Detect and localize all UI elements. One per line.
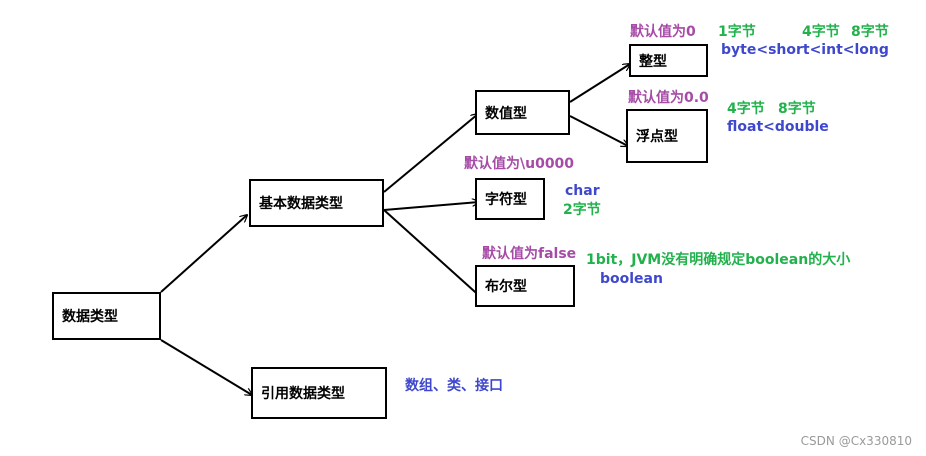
node-data-types: 数据类型 [52, 292, 161, 340]
edge-primitive-numeric [383, 114, 478, 193]
char-type-note: char [565, 183, 600, 199]
node-float-type: 浮点型 [626, 109, 708, 163]
integer-8byte-note: 8字节 [851, 24, 889, 40]
edge-primitive-bool [383, 209, 484, 300]
float-4byte-note: 4字节 [727, 101, 765, 117]
node-primitive-types: 基本数据类型 [249, 179, 384, 227]
integer-1byte-note: 1字节 [718, 24, 756, 40]
edge-primitive-char [383, 202, 479, 211]
integer-4byte-note: 4字节 [802, 24, 840, 40]
node-reference-types: 引用数据类型 [251, 367, 387, 419]
node-boolean-type: 布尔型 [475, 265, 575, 307]
boolean-type-note: boolean [600, 271, 663, 287]
watermark: CSDN @Cx330810 [800, 434, 912, 448]
boolean-default-note: 默认值为false [482, 246, 577, 262]
edge-numeric-float [569, 115, 628, 146]
boolean-size-note: 1bit，JVM没有明确规定boolean的大小 [586, 252, 851, 268]
char-size-note: 2字节 [563, 202, 601, 218]
reference-types-note: 数组、类、接口 [405, 378, 503, 394]
float-types-note: float<double [727, 119, 829, 135]
node-char-type: 字符型 [475, 178, 545, 220]
char-default-note: 默认值为\u0000 [464, 156, 575, 172]
float-default-note: 默认值为0.0 [628, 90, 709, 106]
edge-numeric-integer [569, 64, 630, 103]
float-8byte-note: 8字节 [778, 101, 816, 117]
node-numeric-type: 数值型 [475, 90, 570, 135]
edge-root-primitive [160, 215, 247, 293]
node-integer-type: 整型 [629, 44, 708, 77]
integer-default-note: 默认值为0 [630, 24, 696, 40]
edge-root-reference [160, 339, 252, 395]
integer-types-note: byte<short<int<long [721, 42, 889, 58]
